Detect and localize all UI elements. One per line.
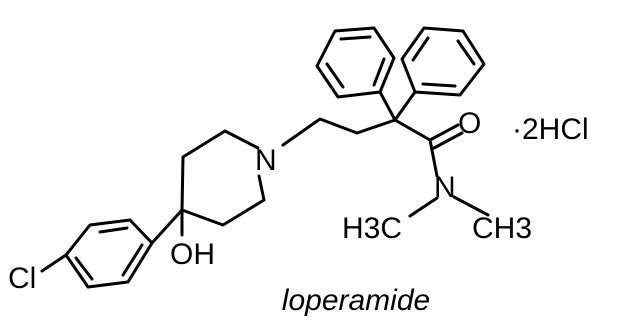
piperidine-n-label: N bbox=[255, 144, 277, 177]
compound-name-caption: loperamide bbox=[282, 284, 430, 317]
quaternary-to-right-phenyl-bond bbox=[393, 90, 417, 122]
chlorine-label: Cl bbox=[8, 262, 36, 295]
carbonyl-double-bond bbox=[428, 123, 464, 150]
right-methyl-label: CH3 bbox=[472, 212, 532, 245]
quaternary-to-carbonyl-bond bbox=[393, 118, 432, 142]
salt-label: ·2HCl bbox=[512, 113, 589, 146]
left-phenyl-ring bbox=[315, 26, 396, 99]
piperidine-ring bbox=[180, 129, 266, 227]
quaternary-to-left-phenyl-bond bbox=[378, 90, 397, 122]
right-phenyl-ring bbox=[400, 26, 486, 97]
carbonyl-o-label: O bbox=[458, 107, 481, 140]
left-methyl-label: H3C bbox=[342, 212, 402, 245]
chlorophenyl-ring bbox=[64, 218, 154, 289]
amide-n-right-methyl-bond bbox=[452, 195, 490, 217]
carbonyl-to-amide-n-bond bbox=[428, 138, 439, 178]
amide-n-left-methyl-bond bbox=[408, 196, 439, 218]
chlorine-bond bbox=[40, 253, 68, 273]
hydroxyl-label: OH bbox=[170, 238, 215, 271]
amide-n-label: N bbox=[434, 171, 456, 204]
aryl-piperidine-bond bbox=[150, 208, 184, 245]
propyl-chain bbox=[281, 117, 397, 147]
